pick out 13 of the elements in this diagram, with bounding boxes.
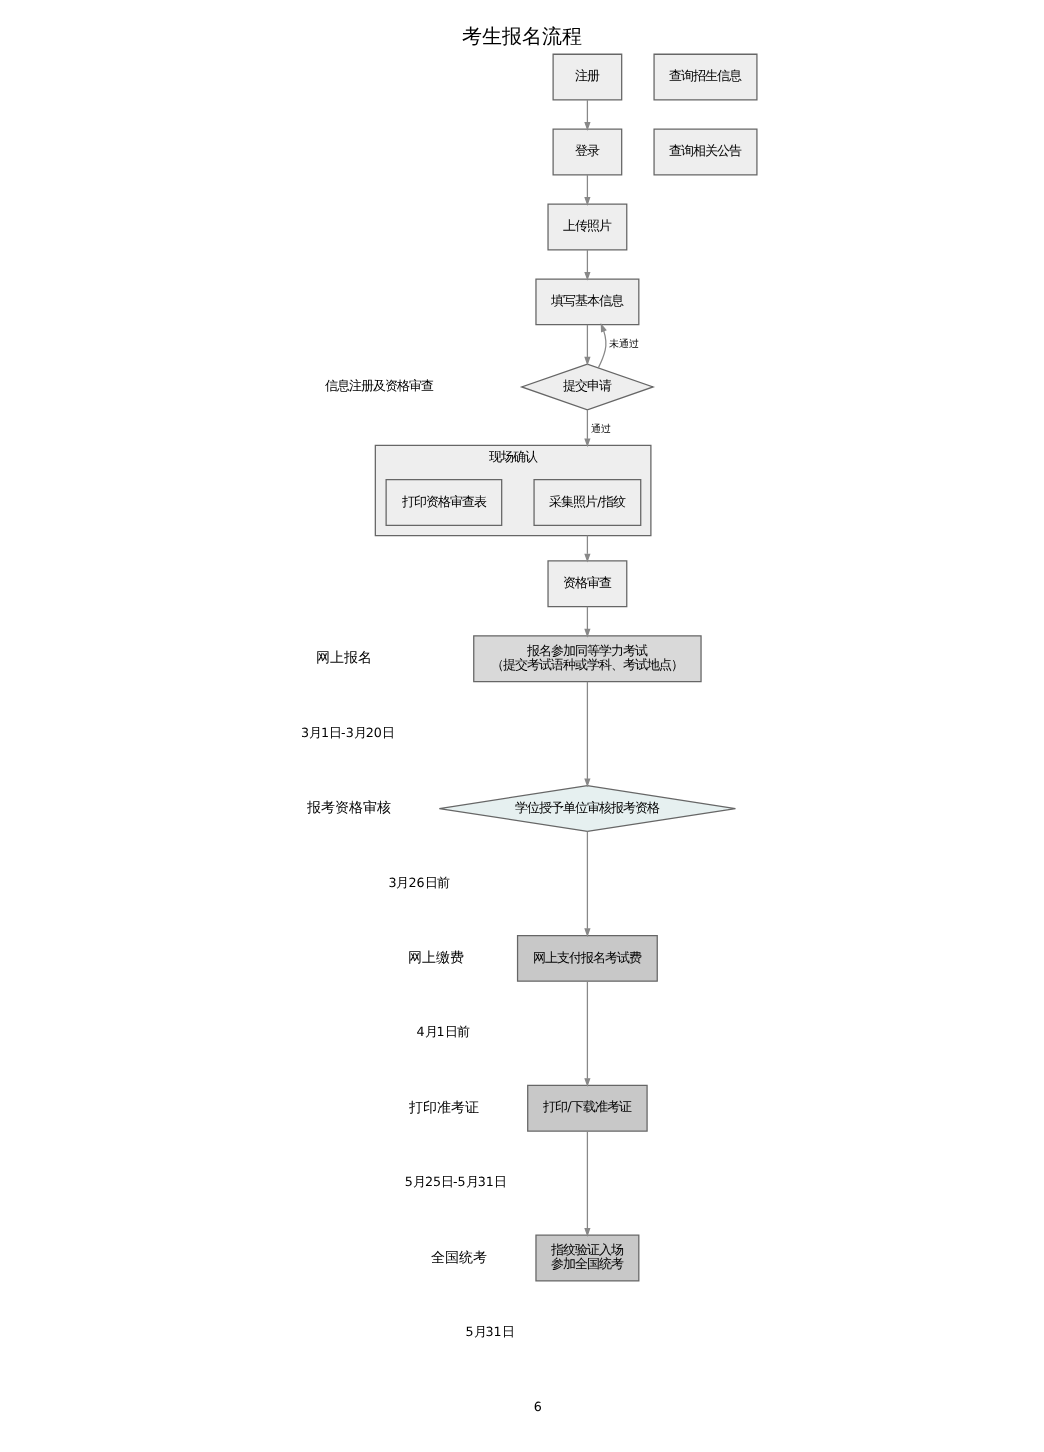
diagram-title: 考生报名流程 [462, 26, 582, 49]
arrow [584, 1130, 591, 1237]
arrow [584, 606, 591, 638]
arrow [584, 830, 591, 938]
arrow [584, 409, 591, 448]
arrow [597, 322, 607, 369]
arrow [584, 99, 591, 131]
arrow [584, 174, 591, 206]
arrow [584, 534, 591, 563]
arrow [584, 324, 591, 366]
arrow [584, 681, 591, 788]
arrow [584, 249, 591, 281]
arrow [584, 980, 591, 1088]
